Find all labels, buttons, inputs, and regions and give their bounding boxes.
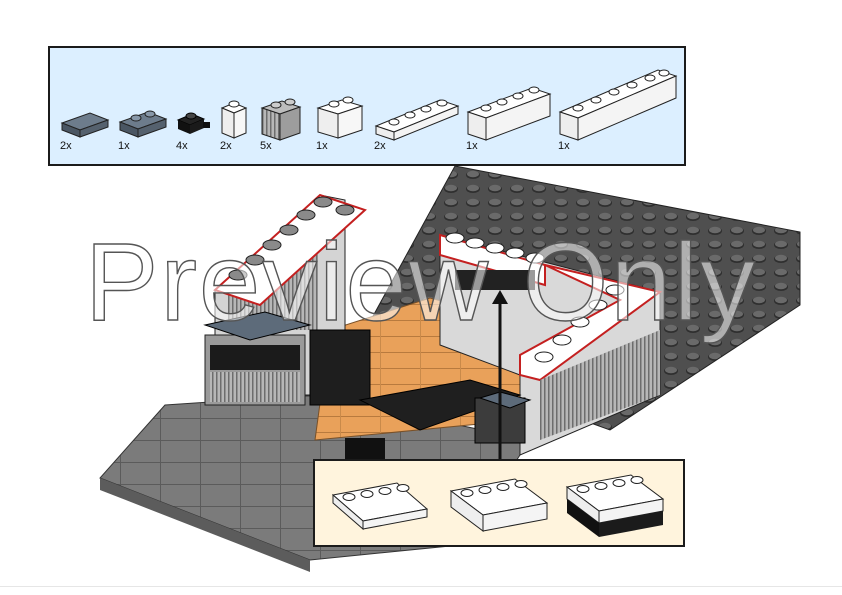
brick-1x4-icon bbox=[466, 86, 552, 141]
parts-icons bbox=[60, 69, 678, 141]
part-qty: 1x bbox=[466, 140, 478, 152]
part-qty: 2x bbox=[374, 140, 386, 152]
part-qty: 4x bbox=[176, 140, 188, 152]
parts-list-panel: 2x 1x 4x 2x 5x 1x 2x 1x 1x bbox=[48, 46, 686, 166]
footer-divider bbox=[0, 586, 842, 587]
sub-step-3-icon bbox=[565, 474, 665, 537]
part-qty: 1x bbox=[316, 140, 328, 152]
sub-step-2-icon bbox=[449, 478, 549, 532]
plate-1x4-icon bbox=[374, 99, 460, 141]
grille-brick-icon bbox=[260, 98, 302, 141]
plate-clip-icon bbox=[176, 112, 210, 134]
part-qty: 1x bbox=[558, 140, 570, 152]
part-qty: 1x bbox=[118, 140, 130, 152]
top-studs-left bbox=[228, 196, 355, 281]
top-studs-right bbox=[445, 232, 625, 363]
brick-1x6-icon bbox=[558, 69, 678, 141]
brick-1x1-icon bbox=[220, 100, 248, 139]
sub-step-1-icon bbox=[331, 482, 429, 531]
plate-1x2-icon bbox=[118, 110, 168, 138]
preview-watermark: Preview Only bbox=[84, 221, 757, 344]
part-qty: 2x bbox=[60, 140, 72, 152]
sub-assembly-steps bbox=[331, 474, 665, 537]
tile-1x2-icon bbox=[60, 112, 110, 138]
part-qty: 2x bbox=[220, 140, 232, 152]
part-qty: 5x bbox=[260, 140, 272, 152]
sub-assembly-panel bbox=[313, 459, 685, 547]
brick-1x2-icon bbox=[316, 96, 364, 139]
